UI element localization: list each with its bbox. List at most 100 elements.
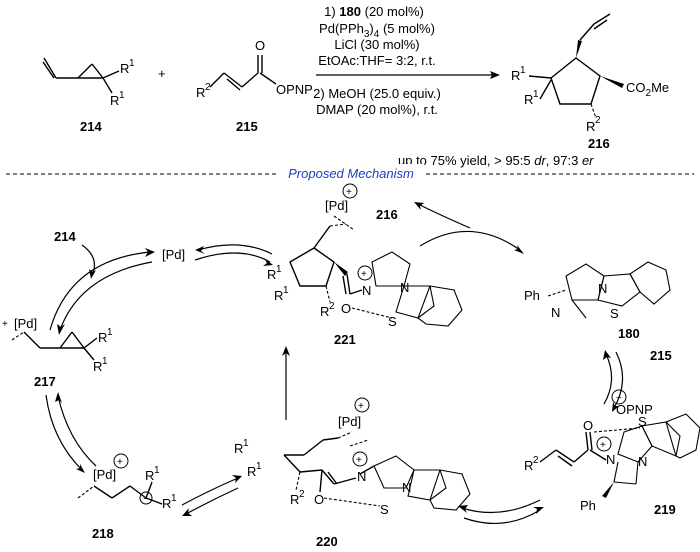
r2-label: R <box>320 304 329 319</box>
condition-line-1: 1) 180 (20 mol%) <box>324 4 424 19</box>
cycle-arrow-221-to-pd <box>197 244 273 255</box>
compound-219-structure <box>539 413 700 498</box>
arrow-217-to-218 <box>45 394 83 471</box>
compound-215-label: 215 <box>236 119 258 134</box>
r2-superscript: 2 <box>533 455 539 466</box>
arrowhead <box>195 246 205 254</box>
r1-label: R <box>162 496 171 511</box>
arrowhead <box>603 350 611 360</box>
bond <box>528 75 552 79</box>
arrow-220-to-218 <box>185 487 239 515</box>
positive-charge: + <box>361 269 367 280</box>
sulfur-label: S <box>638 414 647 429</box>
r2-superscript: 2 <box>299 489 305 500</box>
bond <box>539 79 552 100</box>
negative-charge: − <box>616 393 622 404</box>
compound-216-label: 216 <box>376 207 398 222</box>
nitrogen-label: N <box>362 283 371 298</box>
arrow-220-to-219 <box>463 509 541 525</box>
nitrogen-label: N <box>357 469 366 484</box>
arrow-219-to-220 <box>461 499 541 514</box>
compound-215-label: 215 <box>650 348 672 363</box>
compound-219-label: 219 <box>654 502 676 517</box>
arrowhead <box>282 346 290 356</box>
carbonyl-oxygen: O <box>255 38 265 53</box>
r1-superscript: 1 <box>154 465 160 476</box>
compound-218-structure: [Pd] + <box>77 453 163 505</box>
plus-sign: + <box>158 66 166 81</box>
sulfur-label: S <box>380 502 389 517</box>
compound-220-structure: [Pd] + <box>283 397 471 511</box>
arrowhead <box>182 508 192 516</box>
yield-selectivity-line: up to 75% yield, > 95:5 dr, 97:3 er <box>398 153 594 168</box>
arrow-release-216 <box>417 203 471 229</box>
compound-221-structure <box>289 215 463 327</box>
arrowhead <box>76 464 85 473</box>
r1-superscript: 1 <box>107 327 113 338</box>
r1-superscript: 1 <box>243 438 249 449</box>
sulfur-label: S <box>610 306 619 321</box>
r1-superscript: 1 <box>533 89 539 100</box>
r1-superscript: 1 <box>102 356 108 367</box>
r1-superscript: 1 <box>276 264 282 275</box>
phenyl-label: Ph <box>524 288 540 303</box>
compound-220-label: 220 <box>316 534 338 549</box>
r1-label: R <box>145 468 154 483</box>
r1-label: R <box>234 441 243 456</box>
r1-label: R <box>274 288 283 303</box>
charge-circle <box>352 451 368 467</box>
compound-180-label: 180 <box>618 326 640 341</box>
reaction-arrowhead <box>490 71 500 79</box>
cycle-arrow-pd-to-221 <box>194 252 271 263</box>
pd-label: [Pd] <box>338 414 361 429</box>
arrowhead <box>458 505 468 513</box>
r1-label: R <box>511 68 520 83</box>
nitrogen-label: N <box>598 281 607 296</box>
opnp-anion-label: OPNP <box>616 402 653 417</box>
positive-charge: + <box>346 187 352 198</box>
nitrogen-label: N <box>638 454 647 469</box>
negative-charge-circle <box>139 491 153 505</box>
arrow-218-to-217 <box>57 395 97 467</box>
compound-216-structure <box>550 13 624 119</box>
r1-label: R <box>120 61 129 76</box>
condition-line-4: EtOAc:THF= 3:2, r.t. <box>318 53 435 68</box>
compound-217-structure: [Pd] + <box>2 316 98 361</box>
r1-superscript: 1 <box>283 285 289 296</box>
pd-label: [Pd] <box>93 467 116 482</box>
ester-label: CO2Me <box>626 80 669 99</box>
r1-superscript: 1 <box>520 65 526 76</box>
charge-circle <box>611 389 627 405</box>
charge-circle <box>342 183 358 199</box>
proposed-mechanism-header: Proposed Mechanism <box>288 166 414 181</box>
arrowhead <box>414 202 424 210</box>
r1-superscript: 1 <box>171 493 177 504</box>
r1-superscript: 1 <box>119 90 125 101</box>
nitrogen-label: N <box>606 452 615 467</box>
r1-label: R <box>110 93 119 108</box>
oxygen-label: O <box>583 418 593 433</box>
nitrogen-label: N <box>400 280 409 295</box>
arrowhead <box>145 248 155 257</box>
compound-214-structure <box>42 57 120 94</box>
charge-circle <box>596 436 612 452</box>
pd-label: [Pd] <box>325 198 348 213</box>
r1-label: R <box>93 359 102 374</box>
r1-superscript: 1 <box>256 461 262 472</box>
compound-218-label: 218 <box>92 526 114 541</box>
nitrogen-label: N <box>402 480 411 495</box>
compound-215-structure <box>209 55 277 91</box>
r2-label: R <box>290 492 299 507</box>
condition-line-3: LiCl (30 mol%) <box>334 37 419 52</box>
pd-catalyst-label: [Pd] <box>162 247 185 262</box>
r2-label: R <box>524 458 533 473</box>
pd-label: [Pd] <box>14 316 37 331</box>
positive-charge: + <box>117 457 123 468</box>
compound-214-label: 214 <box>54 229 76 244</box>
positive-charge: + <box>358 401 364 412</box>
compound-221-label: 221 <box>334 332 356 347</box>
arrowhead <box>514 245 524 254</box>
positive-charge: + <box>356 455 362 466</box>
condition-line-5: 2) MeOH (25.0 equiv.) <box>313 86 441 101</box>
